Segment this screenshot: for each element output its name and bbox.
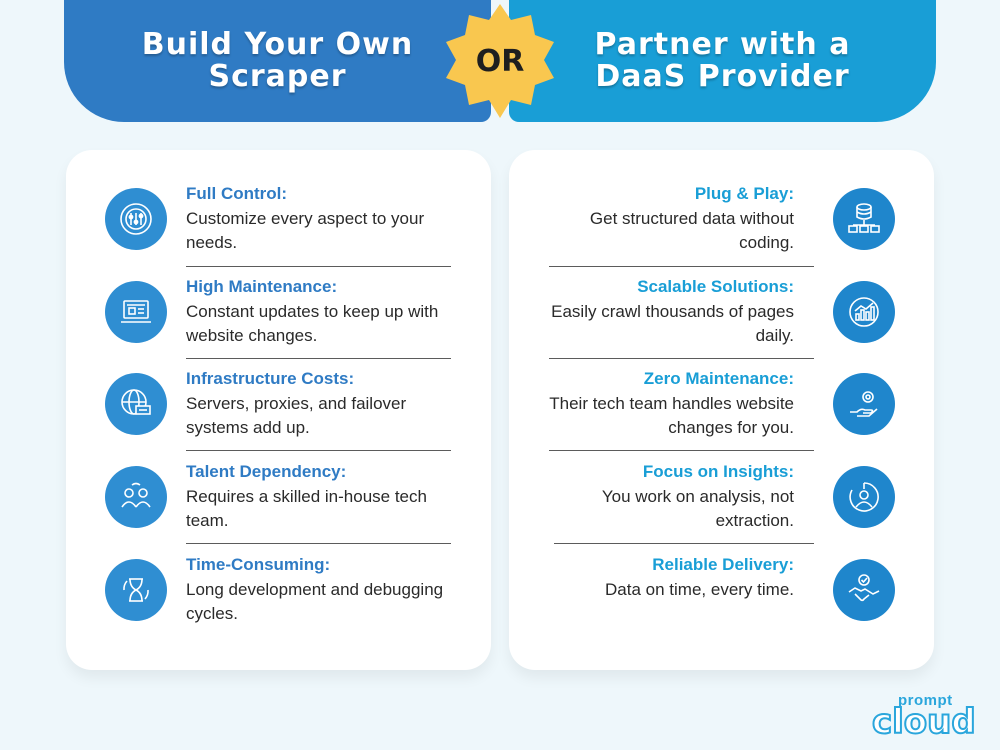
divider — [186, 358, 451, 359]
divider — [554, 543, 814, 544]
globe-server-icon — [105, 373, 167, 435]
list-item-reliable-delivery: Reliable Delivery: Data on time, every t… — [547, 555, 794, 633]
item-description: You work on analysis, not extraction. — [601, 487, 794, 530]
divider — [186, 450, 451, 451]
divider — [186, 543, 451, 544]
left-header-banner: Build Your Own Scraper — [64, 0, 491, 122]
diy-scraper-card: Full Control: Customize every aspect to … — [66, 150, 491, 670]
item-title: Time-Consuming: — [186, 555, 331, 574]
list-item-plug-and-play: Plug & Play: Get structured data without… — [547, 184, 794, 262]
item-description: Constant updates to keep up with website… — [186, 302, 439, 345]
item-title: Infrastructure Costs: — [186, 369, 355, 388]
item-title: Focus on Insights: — [642, 462, 794, 481]
item-title: Plug & Play: — [694, 184, 794, 203]
list-item-time-consuming: Time-Consuming: Long development and deb… — [186, 555, 451, 633]
daas-provider-card: Plug & Play: Get structured data without… — [509, 150, 934, 670]
item-title: Reliable Delivery: — [652, 555, 794, 574]
divider — [549, 450, 814, 451]
analytics-person-icon — [833, 466, 895, 528]
list-item-zero-maintenance: Zero Maintenance: Their tech team handle… — [547, 369, 794, 447]
item-description: Get structured data without coding. — [589, 209, 794, 252]
database-network-icon — [833, 188, 895, 250]
team-people-icon — [105, 466, 167, 528]
item-title: High Maintenance: — [186, 277, 338, 296]
right-header-banner: Partner with a DaaS Provider — [509, 0, 936, 122]
gear-settings-icon — [105, 188, 167, 250]
logo-main-text: cloud — [871, 701, 977, 743]
promptcloud-logo: prompt cloud — [862, 692, 980, 743]
right-header-title: Partner with a DaaS Provider — [594, 27, 851, 94]
or-label: OR — [475, 44, 525, 79]
item-description: Long development and debugging cycles. — [186, 580, 444, 623]
item-title: Scalable Solutions: — [637, 277, 794, 296]
hourglass-icon — [105, 559, 167, 621]
hand-gear-icon — [833, 373, 895, 435]
item-description: Servers, proxies, and failover systems a… — [186, 394, 407, 437]
item-description: Their tech team handles website changes … — [549, 394, 794, 437]
growth-chart-icon — [833, 281, 895, 343]
handshake-icon — [833, 559, 895, 621]
left-header-title: Build Your Own Scraper — [141, 27, 414, 94]
item-title: Zero Maintenance: — [643, 369, 794, 388]
item-description: Data on time, every time. — [605, 580, 794, 599]
item-title: Talent Dependency: — [186, 462, 347, 481]
list-item-high-maintenance: High Maintenance: Constant updates to ke… — [186, 277, 451, 355]
list-item-infrastructure-costs: Infrastructure Costs: Servers, proxies, … — [186, 369, 451, 447]
divider — [186, 266, 451, 267]
item-description: Easily crawl thousands of pages daily. — [551, 302, 794, 345]
item-description: Requires a skilled in-house tech team. — [186, 487, 427, 530]
list-item-scalable-solutions: Scalable Solutions: Easily crawl thousan… — [547, 277, 794, 355]
laptop-code-icon — [105, 281, 167, 343]
item-description: Customize every aspect to your needs. — [186, 209, 425, 252]
list-item-focus-on-insights: Focus on Insights: You work on analysis,… — [547, 462, 794, 540]
item-title: Full Control: — [186, 184, 288, 203]
divider — [549, 266, 814, 267]
divider — [549, 358, 814, 359]
list-item-full-control: Full Control: Customize every aspect to … — [186, 184, 451, 262]
list-item-talent-dependency: Talent Dependency: Requires a skilled in… — [186, 462, 451, 540]
or-badge-icon — [446, 4, 554, 118]
logo-top-text: prompt — [898, 692, 953, 709]
